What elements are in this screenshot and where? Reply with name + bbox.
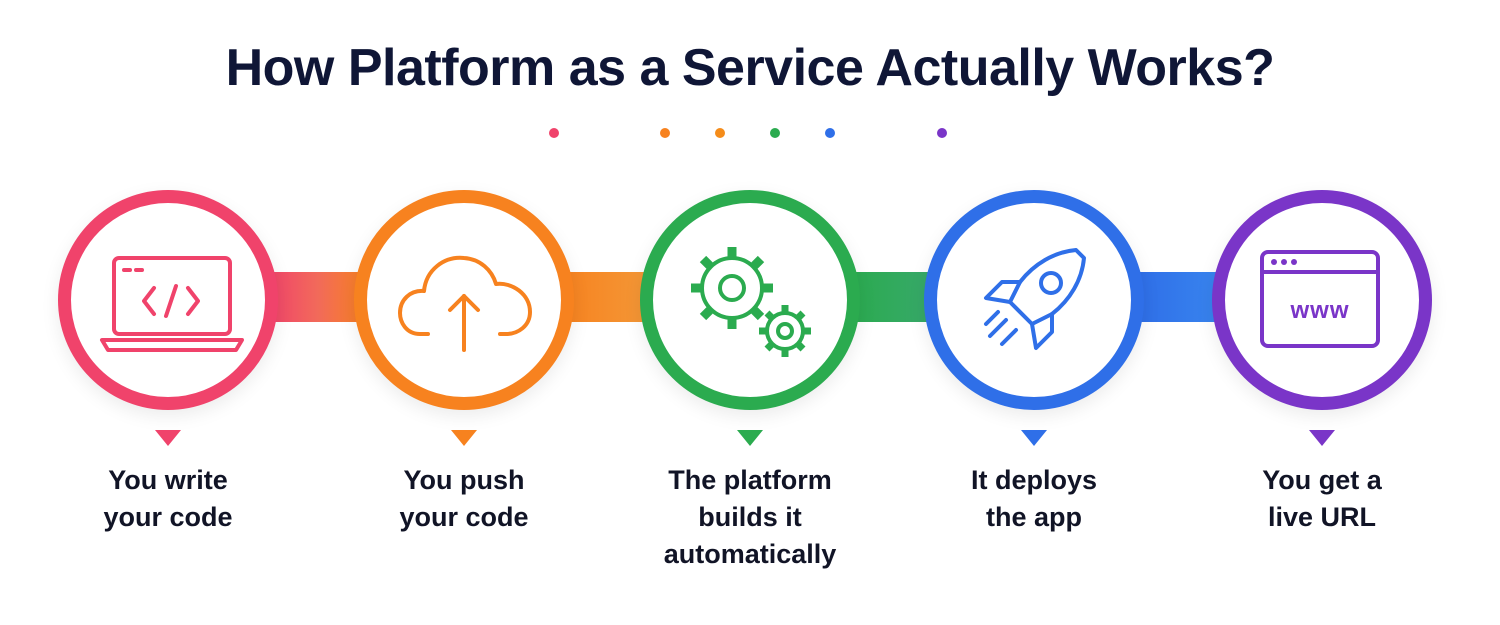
label-line: your code [399,502,529,532]
label-line: The platform [668,465,832,495]
label-line: the app [985,502,1082,532]
label-line: You get a [1262,465,1382,495]
gears-icon [691,247,811,357]
step-label-push-code: You push your code [334,462,594,536]
label-line: You push [403,465,525,495]
step-pointer [451,430,477,446]
browser-www-text: www [1289,297,1349,324]
label-line: You write [108,465,228,495]
rocket-icon [984,248,1086,350]
step-label-live-url: You get a live URL [1192,462,1452,536]
title-underline [549,128,947,138]
label-line: It deploys [970,465,1098,495]
step-pointer [1021,430,1047,446]
browser-www-icon: www [1260,250,1380,348]
step-live-url: www [1212,190,1432,410]
cloud-upload-icon [398,255,532,352]
label-line: automatically [663,539,837,569]
connector-1-2 [268,272,368,322]
step-pointer [737,430,763,446]
step-label-write-code: You write your code [38,462,298,536]
step-label-build: The platform builds it automatically [620,462,880,573]
step-deploy [924,190,1144,410]
page-title: How Platform as a Service Actually Works… [225,39,1275,97]
label-line: builds it [698,502,802,532]
step-label-deploy: It deploys the app [904,462,1164,536]
step-push-code [354,190,574,410]
laptop-code-icon [100,256,244,352]
step-pointer [1309,430,1335,446]
step-build [640,190,860,410]
label-line: your code [103,502,233,532]
label-line: live URL [1267,502,1377,532]
step-write-code [58,190,278,410]
step-pointer [155,430,181,446]
